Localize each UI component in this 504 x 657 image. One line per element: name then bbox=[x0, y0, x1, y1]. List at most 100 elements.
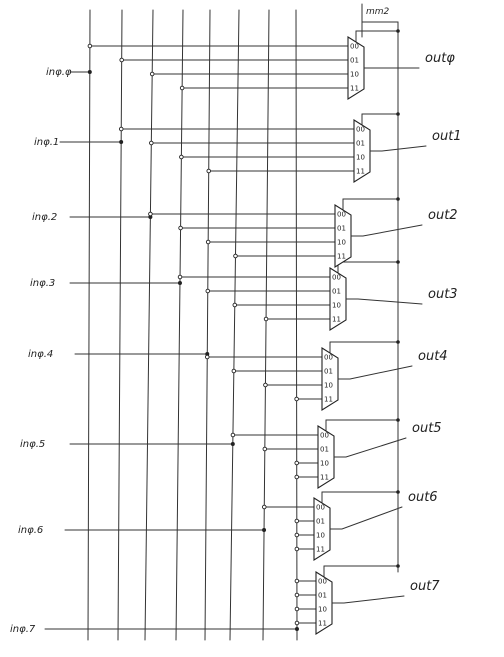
mux-3 bbox=[329, 267, 347, 331]
output-label-1: out1 bbox=[432, 129, 462, 144]
mux-1-tap-node-2 bbox=[179, 154, 184, 160]
control-bus bbox=[321, 3, 400, 578]
mux-output-wire-3 bbox=[345, 298, 423, 305]
input-bus-6 bbox=[262, 9, 270, 641]
input-bus-3 bbox=[175, 9, 184, 641]
input-bus-1 bbox=[117, 9, 123, 641]
mux-7-select-code-1: 01 bbox=[318, 592, 327, 600]
mux-5-select-code-0: 00 bbox=[320, 432, 329, 440]
mux-1-select-code-3: 11 bbox=[356, 168, 365, 176]
control-junction-6 bbox=[396, 490, 400, 494]
mux-0-select-code-3: 11 bbox=[350, 85, 359, 93]
mux-2-select-code-1: 01 bbox=[337, 225, 346, 233]
mux-3-select-code-0: 00 bbox=[332, 274, 341, 282]
mux-output-wire-5 bbox=[333, 437, 407, 458]
mux-2-select-code-0: 00 bbox=[337, 211, 346, 219]
mux-5-select-code-3: 11 bbox=[320, 474, 329, 482]
output-label-7: out7 bbox=[410, 579, 440, 594]
output-label-2: out2 bbox=[428, 208, 458, 223]
mux-2-select-code-2: 10 bbox=[337, 239, 346, 247]
labels: inφ.φinφ.1inφ.2inφ.3inφ.4inφ.5inφ.6inφ.7… bbox=[10, 7, 462, 635]
control-junction-3 bbox=[396, 260, 400, 264]
mux-6-tap-node-3 bbox=[294, 546, 300, 552]
mux-output-wire-7 bbox=[331, 595, 405, 604]
mux-6-select-code-3: 11 bbox=[316, 546, 325, 554]
input-junction-0 bbox=[87, 70, 92, 74]
mux-1-select-code-0: 00 bbox=[356, 126, 365, 134]
mux-3-select-code-2: 10 bbox=[332, 302, 341, 310]
mux-4-select-code-3: 11 bbox=[324, 396, 333, 404]
mux-6-select-code-0: 00 bbox=[316, 504, 325, 512]
control-junction-4 bbox=[396, 340, 400, 344]
mux-4-select-code-0: 00 bbox=[324, 354, 333, 362]
output-label-0: outφ bbox=[425, 51, 455, 66]
input-label-1: inφ.1 bbox=[34, 137, 59, 148]
mux-6-tap-node-0 bbox=[262, 504, 267, 510]
mux-3-select-code-1: 01 bbox=[332, 288, 341, 296]
mux-2-tap-node-0 bbox=[148, 211, 153, 217]
mux-6-select-code-1: 01 bbox=[316, 518, 325, 526]
mux-0-tap-node-0 bbox=[87, 43, 93, 49]
output-label-3: out3 bbox=[428, 287, 458, 302]
mux-3-select-code-3: 11 bbox=[332, 316, 341, 324]
mux-4-select-code-2: 10 bbox=[324, 382, 333, 390]
mux-0-tap-node-2 bbox=[149, 71, 155, 77]
input-label-0: inφ.φ bbox=[46, 67, 72, 78]
mux-5-tap-node-1 bbox=[262, 446, 268, 452]
mux-7 bbox=[315, 571, 333, 635]
mux-4-tap-node-3 bbox=[294, 396, 299, 402]
control-junction-1 bbox=[396, 112, 400, 116]
input-junction-1 bbox=[119, 140, 124, 144]
mux-5-select-code-1: 01 bbox=[320, 446, 329, 454]
mux-1-select-code-2: 10 bbox=[356, 154, 365, 162]
tap-wires bbox=[87, 43, 355, 626]
control-junction-0 bbox=[396, 29, 400, 33]
mux-7-select-code-3: 11 bbox=[318, 620, 327, 628]
mux-6-tap-node-2 bbox=[294, 532, 300, 538]
mux-4 bbox=[321, 347, 339, 411]
input-label-7: inφ.7 bbox=[10, 624, 36, 635]
mux-output-wire-6 bbox=[329, 506, 403, 530]
input-label-5: inφ.5 bbox=[20, 439, 45, 450]
input-bus-0 bbox=[87, 9, 91, 641]
mux-5-tap-node-3 bbox=[294, 474, 299, 480]
control-junction-2 bbox=[396, 197, 400, 201]
control-junction-5 bbox=[396, 418, 400, 422]
mux-0 bbox=[347, 36, 365, 100]
mux-0-tap-node-3 bbox=[179, 85, 185, 91]
input-junction-5 bbox=[230, 442, 235, 446]
input-bus-4 bbox=[204, 9, 211, 641]
input-label-2: inφ.2 bbox=[32, 212, 57, 223]
input-junction-6 bbox=[262, 528, 267, 532]
mux-7-tap-node-1 bbox=[294, 592, 300, 598]
mux-7-tap-node-3 bbox=[294, 620, 300, 626]
mux-7-tap-node-2 bbox=[294, 606, 300, 612]
input-junction-3 bbox=[177, 281, 182, 285]
mux-3-tap-node-2 bbox=[232, 302, 238, 308]
control-label: mm2 bbox=[366, 7, 390, 17]
mux-6-tap-node-1 bbox=[294, 518, 300, 524]
mux-4-select-code-1: 01 bbox=[324, 368, 333, 376]
mux-0-select-code-2: 10 bbox=[350, 71, 359, 79]
mux-2-tap-node-3 bbox=[233, 253, 238, 259]
mux-1-tap-node-3 bbox=[206, 168, 211, 174]
input-bus-2 bbox=[144, 9, 154, 641]
mux-0-tap-node-1 bbox=[119, 57, 124, 63]
mux-3-tap-node-0 bbox=[177, 274, 183, 280]
output-label-6: out6 bbox=[408, 490, 438, 505]
input-label-4: inφ.4 bbox=[28, 349, 53, 360]
mux-1-tap-node-0 bbox=[118, 126, 124, 132]
control-junction-7 bbox=[396, 564, 400, 568]
mux-7-tap-node-0 bbox=[294, 578, 300, 584]
mux-2-tap-node-2 bbox=[205, 239, 211, 245]
mux-6-select-code-2: 10 bbox=[316, 532, 325, 540]
input-label-6: inφ.6 bbox=[18, 525, 43, 536]
mux-1-select-code-1: 01 bbox=[356, 140, 365, 148]
mux-1 bbox=[353, 119, 371, 183]
mux-4-tap-node-0 bbox=[204, 354, 210, 360]
mux-output-wire-4 bbox=[337, 365, 413, 380]
mux-2-tap-node-1 bbox=[178, 225, 183, 231]
output-label-4: out4 bbox=[418, 349, 448, 364]
